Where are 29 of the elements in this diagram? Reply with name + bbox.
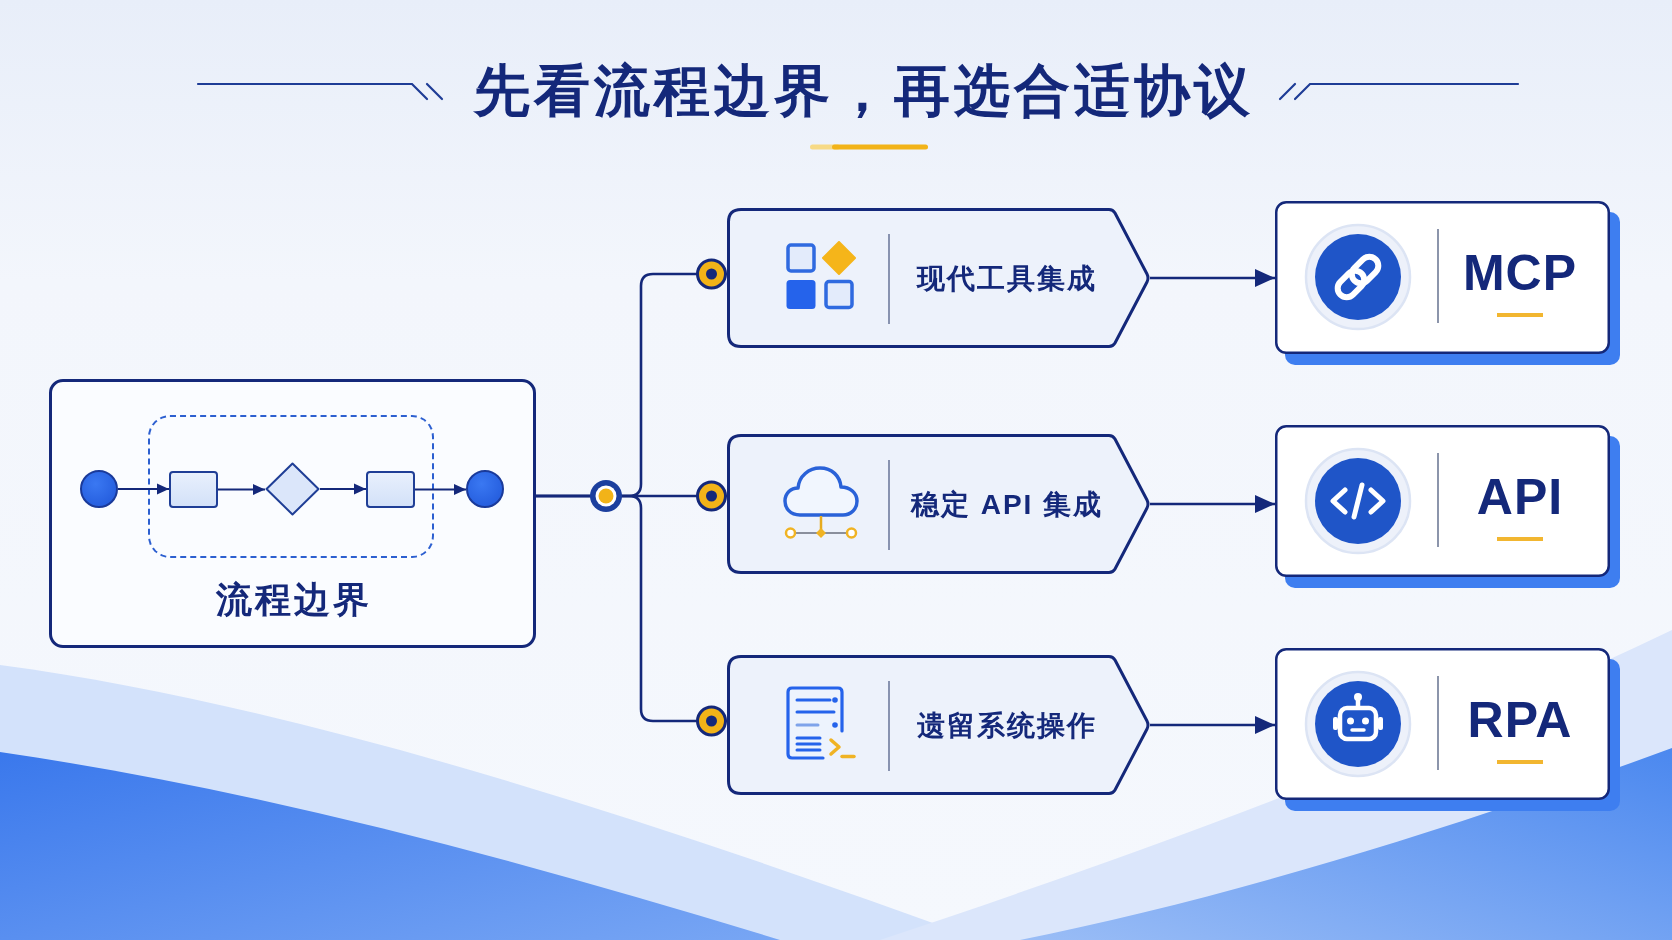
flow-circle: [466, 470, 504, 508]
protocol-label: MCP: [1462, 245, 1578, 303]
process-box: [168, 470, 218, 508]
connector: [536, 494, 727, 737]
arrow: [1150, 716, 1275, 734]
decision-diamond: [264, 461, 320, 516]
chevron-box: [727, 208, 1150, 348]
arrow: [414, 484, 467, 495]
arrow: [1150, 495, 1275, 513]
arrow: [217, 484, 266, 495]
title: 先看流程边界，再选合适协议: [474, 58, 1254, 124]
category-label: 遗留系统操作: [917, 709, 1097, 743]
protocol-label: RPA: [1467, 692, 1573, 750]
flow-panel: [49, 379, 536, 648]
arrow: [1150, 269, 1275, 287]
protocol-card: [1275, 425, 1620, 588]
category-label: 现代工具集成: [917, 262, 1097, 296]
process-box: [365, 470, 415, 508]
dashed-boundary: [148, 415, 434, 558]
category-label: 稳定 API 集成: [910, 488, 1104, 522]
protocol-card: [1275, 201, 1620, 365]
arrow: [117, 483, 170, 495]
chevron-box: [727, 655, 1150, 795]
panel-label: 流程边界: [215, 579, 372, 621]
protocol-card: [1275, 648, 1620, 811]
chevron-box: [727, 434, 1150, 574]
arrow: [319, 483, 367, 495]
protocol-label: API: [1476, 469, 1564, 527]
flow-circle: [80, 470, 118, 508]
